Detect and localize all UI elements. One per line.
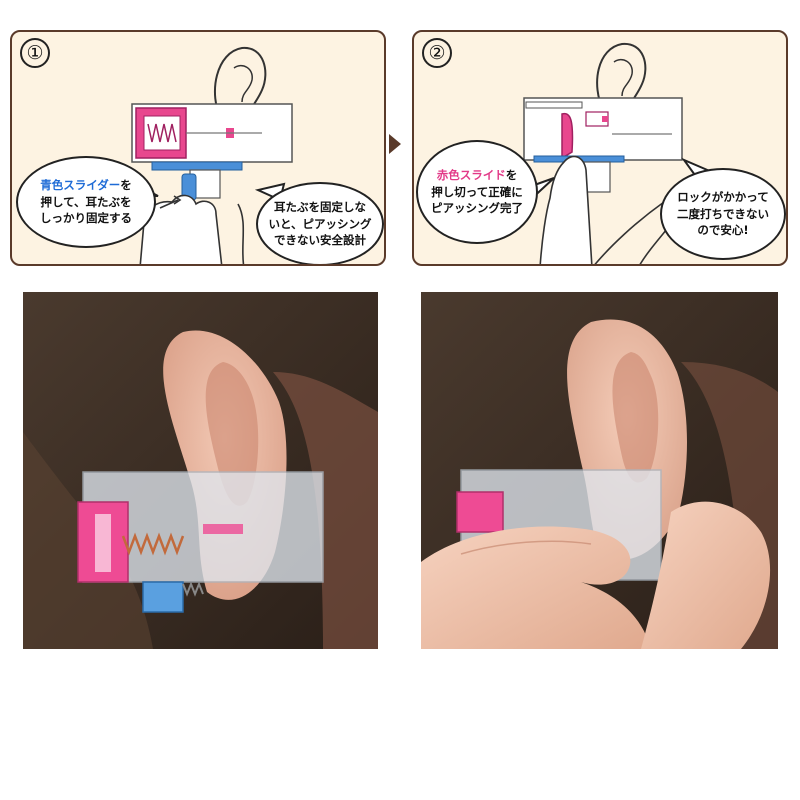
instruction-bubble: 青色スライダーを 押して、耳たぶを しっかり固定する: [16, 156, 156, 248]
step-number: ①: [20, 38, 50, 68]
device-blue-slider: [151, 161, 243, 171]
device-pink-slider: [561, 112, 574, 160]
step-2-panel: ② 赤色スライドを 押し切って正確に ピアッシング完了 ロックがかかって 二度打…: [412, 30, 788, 266]
instruction-text: 押し切って正確に ピアッシング完了: [431, 184, 523, 216]
hand-outline: [539, 155, 593, 264]
photo-ear-with-piercer-1: [23, 292, 378, 649]
safety-note-bubble: ロックがかかって 二度打ちできない ので安心!: [660, 168, 786, 260]
step-2-illustration: [523, 42, 714, 264]
red-slide-label: 赤色スライド: [436, 167, 506, 182]
device-spring: [147, 123, 177, 143]
instruction-bubble: 赤色スライドを 押し切って正確に ピアッシング完了: [416, 140, 538, 244]
blue-slider: [142, 581, 184, 613]
safety-note-text: 耳たぶを固定しな いと、ピアッシング できない安全設計: [268, 199, 372, 248]
device-spring: [121, 532, 185, 556]
next-step-arrow: [389, 134, 401, 154]
safety-note-bubble: 耳たぶを固定しな いと、ピアッシング できない安全設計: [256, 182, 384, 264]
blue-slider-label: 青色スライダー: [40, 177, 121, 192]
step-number: ②: [422, 38, 452, 68]
pink-slider: [456, 491, 504, 533]
step-1-panel: ① 青色スライダーを 押して、耳たぶを しっかり固定する 耳たぶを固定しな いと…: [10, 30, 386, 266]
thumb: [641, 501, 771, 649]
hand: [421, 526, 651, 649]
safety-note-text: ロックがかかって 二度打ちできない ので安心!: [677, 189, 769, 238]
instruction-text: 押して、耳たぶを しっかり固定する: [40, 194, 132, 226]
photo-ear-with-piercer-2: [421, 292, 778, 649]
